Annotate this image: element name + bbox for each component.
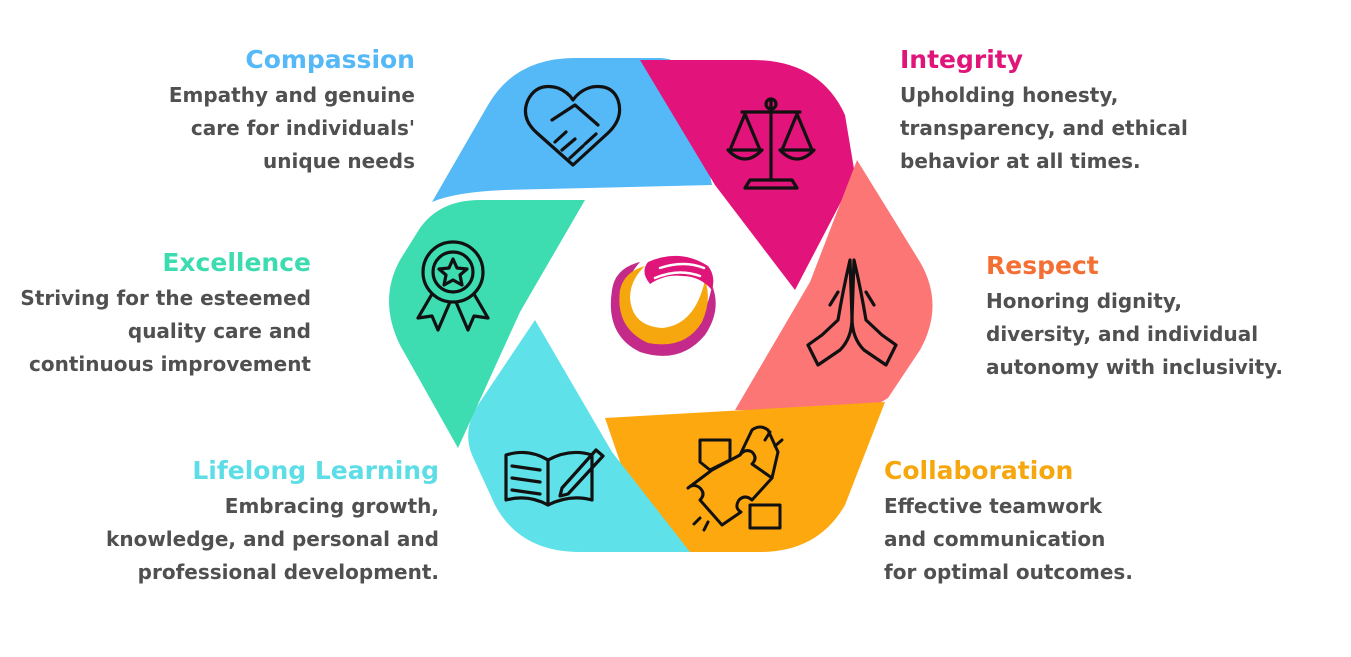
handshake-heart-icon [523,84,622,167]
desc-line: Upholding honesty, [900,83,1119,107]
value-excellence: Excellence Striving for the esteemed qua… [0,248,311,381]
value-integrity: Integrity Upholding honesty, transparenc… [900,45,1230,178]
segment-lifelong [468,320,690,552]
desc-line: diversity, and individual [986,322,1259,346]
desc-line: and communication [884,527,1106,551]
value-description: Upholding honesty, transparency, and eth… [900,79,1230,178]
value-description: Empathy and genuine care for individuals… [40,79,415,178]
desc-line: Empathy and genuine [168,83,415,107]
desc-line: professional development. [137,560,439,584]
award-ribbon-icon [416,240,490,332]
value-respect: Respect Honoring dignity, diversity, and… [986,251,1346,384]
value-description: Embracing growth, knowledge, and persona… [40,490,439,589]
desc-line: quality care and [127,319,311,343]
desc-line: transparency, and ethical [900,116,1188,140]
segment-integrity [640,60,855,290]
value-compassion: Compassion Empathy and genuine care for … [40,45,415,178]
praying-hands-icon [806,258,898,367]
value-title: Integrity [900,45,1024,74]
desc-line: continuous improvement [29,352,311,376]
value-title: Compassion [245,45,415,74]
desc-line: Effective teamwork [884,494,1103,518]
desc-line: for optimal outcomes. [884,560,1133,584]
desc-line: care for individuals' [190,116,415,140]
flame-hand-logo-icon [608,251,716,359]
value-description: Striving for the esteemed quality care a… [0,282,311,381]
value-title: Excellence [162,248,311,277]
segment-collab [605,402,885,552]
desc-line: behavior at all times. [900,149,1141,173]
desc-line: autonomy with inclusivity. [986,355,1284,379]
puzzle-hands-icon [686,425,784,532]
desc-line: Honoring dignity, [986,289,1182,313]
segment-respect [735,160,933,410]
desc-line: Striving for the esteemed [20,286,311,310]
segment-compassion [432,58,712,202]
desc-line: unique needs [262,149,415,173]
open-book-pen-icon [504,448,605,507]
scales-icon [726,97,816,190]
desc-line: Embracing growth, [224,494,439,518]
segment-excellence [389,200,585,448]
value-title: Lifelong Learning [192,456,439,485]
value-description: Honoring dignity, diversity, and individ… [986,285,1346,384]
value-description: Effective teamwork and communication for… [884,490,1204,589]
value-collaboration: Collaboration Effective teamwork and com… [884,456,1204,589]
value-title: Collaboration [884,456,1074,485]
desc-line: knowledge, and personal and [106,527,439,551]
value-lifelong-learning: Lifelong Learning Embracing growth, know… [40,456,439,589]
value-title: Respect [986,251,1099,280]
